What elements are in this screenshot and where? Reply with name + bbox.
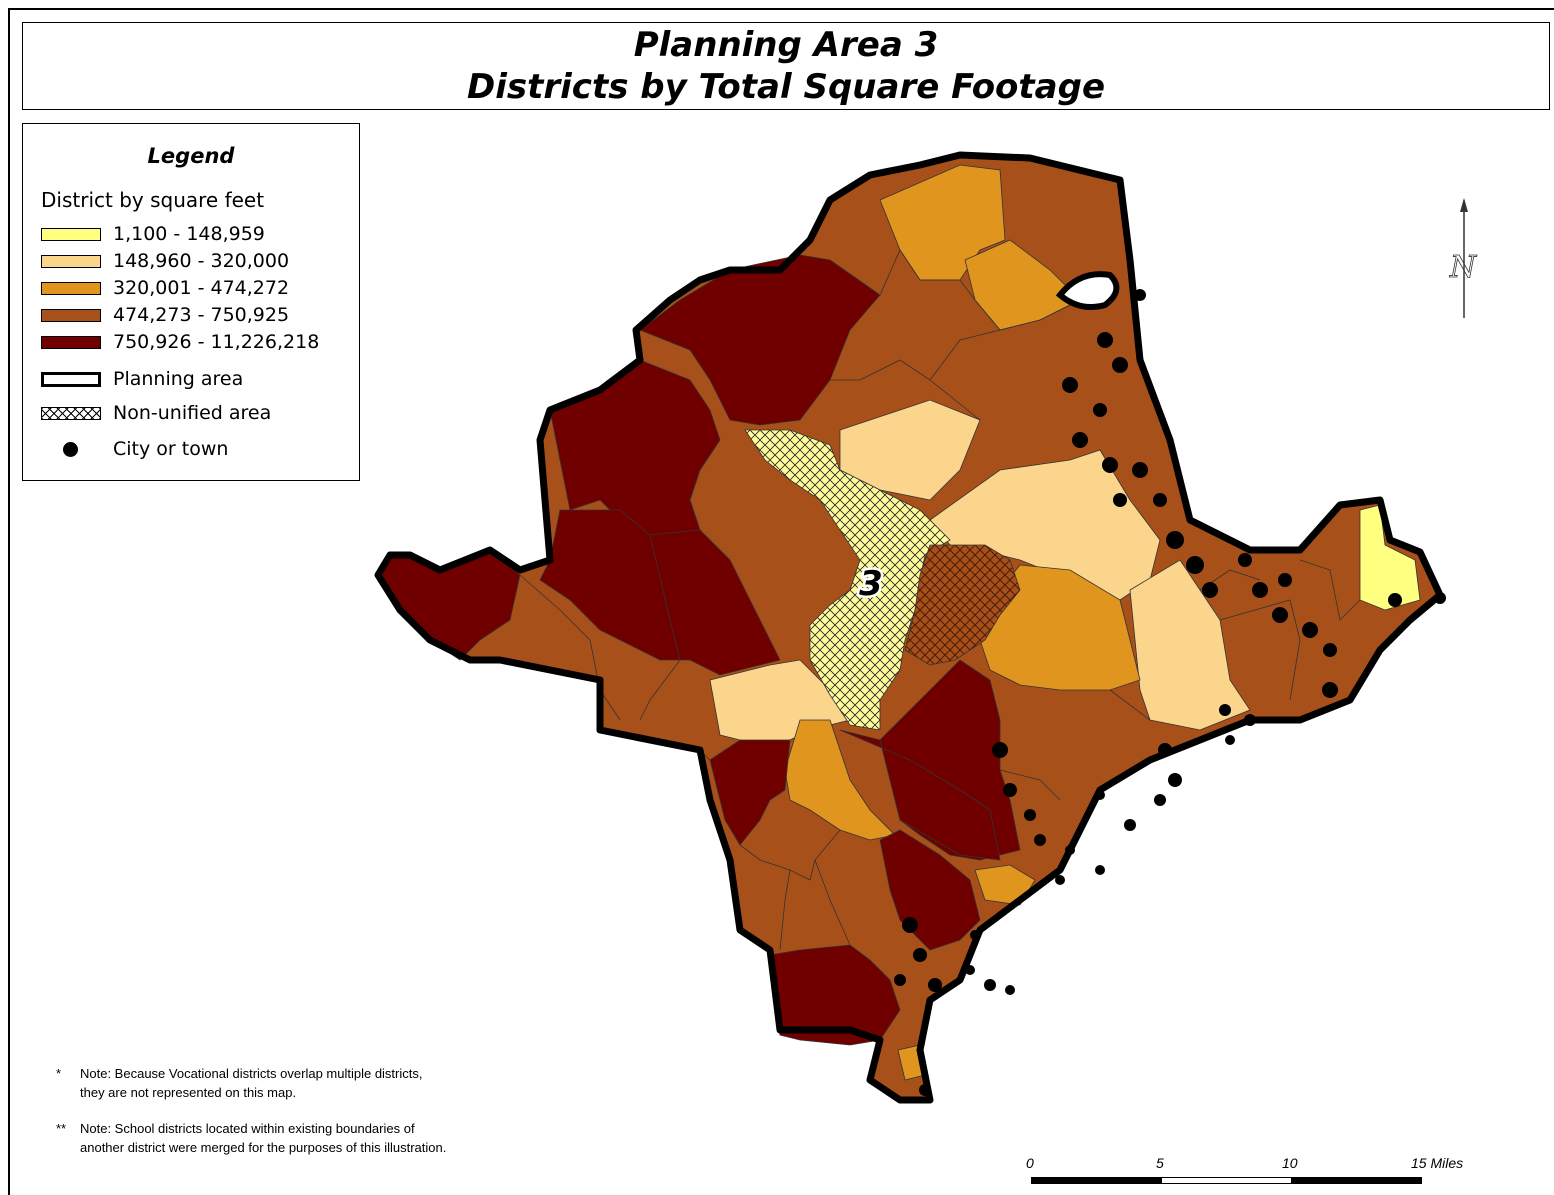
planning-area-swatch: [41, 372, 101, 387]
legend: Legend District by square feet 1,100 - 1…: [22, 123, 360, 481]
note-line: Note: School districts located within ex…: [80, 1121, 415, 1136]
legend-non-unified-label: Non-unified area: [113, 402, 272, 424]
legend-class-label: 474,273 - 750,925: [113, 304, 290, 326]
legend-swatch: [41, 255, 101, 268]
legend-swatch: [41, 282, 101, 295]
note-line: Note: Because Vocational districts overl…: [80, 1066, 423, 1081]
map-frame: [8, 8, 1554, 1195]
hatch-swatch: [41, 407, 101, 420]
scale-segment: [1291, 1177, 1422, 1184]
title-box: Planning Area 3 Districts by Total Squar…: [22, 22, 1550, 110]
district-boundaries: [519, 249, 1361, 951]
legend-swatch: [41, 228, 101, 241]
scale-tick-0: 0: [1026, 1155, 1034, 1171]
map-title: Planning Area 3: [633, 25, 939, 65]
scale-tick-5: 5: [1156, 1155, 1164, 1171]
legend-city-label: City or town: [113, 438, 229, 460]
legend-class-label: 320,001 - 474,272: [113, 277, 290, 299]
legend-subtitle: District by square feet: [41, 188, 265, 212]
scale-tick-10: 10: [1282, 1155, 1298, 1171]
district: [539, 509, 781, 676]
scale-tick-15: 15 Miles: [1411, 1155, 1464, 1171]
coastal-lake: [1055, 271, 1120, 310]
note-line: another district were merged for the pur…: [80, 1140, 447, 1155]
north-arrow-label: N: [1449, 250, 1478, 285]
note-merged: ** Note: School districts located within…: [56, 1119, 546, 1159]
legend-class-label: 148,960 - 320,000: [113, 250, 290, 272]
district: [979, 564, 1141, 691]
city-dot-icon: [63, 442, 78, 457]
legend-planning-area-label: Planning area: [113, 368, 244, 390]
non-unified-area: [744, 429, 951, 731]
map-subtitle: Districts by Total Square Footage: [467, 67, 1105, 107]
legend-swatch: [41, 309, 101, 322]
planning-area-outline: [374, 151, 1444, 1104]
note-mark: *: [56, 1066, 62, 1081]
district: [769, 944, 901, 1046]
planning-area-label: 3: [859, 564, 883, 604]
north-arrow-icon: N: [1448, 198, 1478, 318]
note-line: they are not represented on this map.: [80, 1085, 297, 1100]
legend-swatch: [41, 336, 101, 349]
non-unified-area: [904, 544, 1021, 666]
note-vocational: * Note: Because Vocational districts ove…: [56, 1064, 536, 1104]
district: [839, 729, 1001, 861]
scale-segment: [1031, 1177, 1162, 1184]
scale-segment: [1161, 1177, 1292, 1184]
district: [784, 719, 896, 841]
district: [709, 739, 791, 846]
note-mark: **: [56, 1121, 67, 1136]
legend-class-label: 750,926 - 11,226,218: [113, 331, 320, 353]
legend-class-label: 1,100 - 148,959: [113, 223, 265, 245]
legend-title: Legend: [147, 144, 235, 168]
